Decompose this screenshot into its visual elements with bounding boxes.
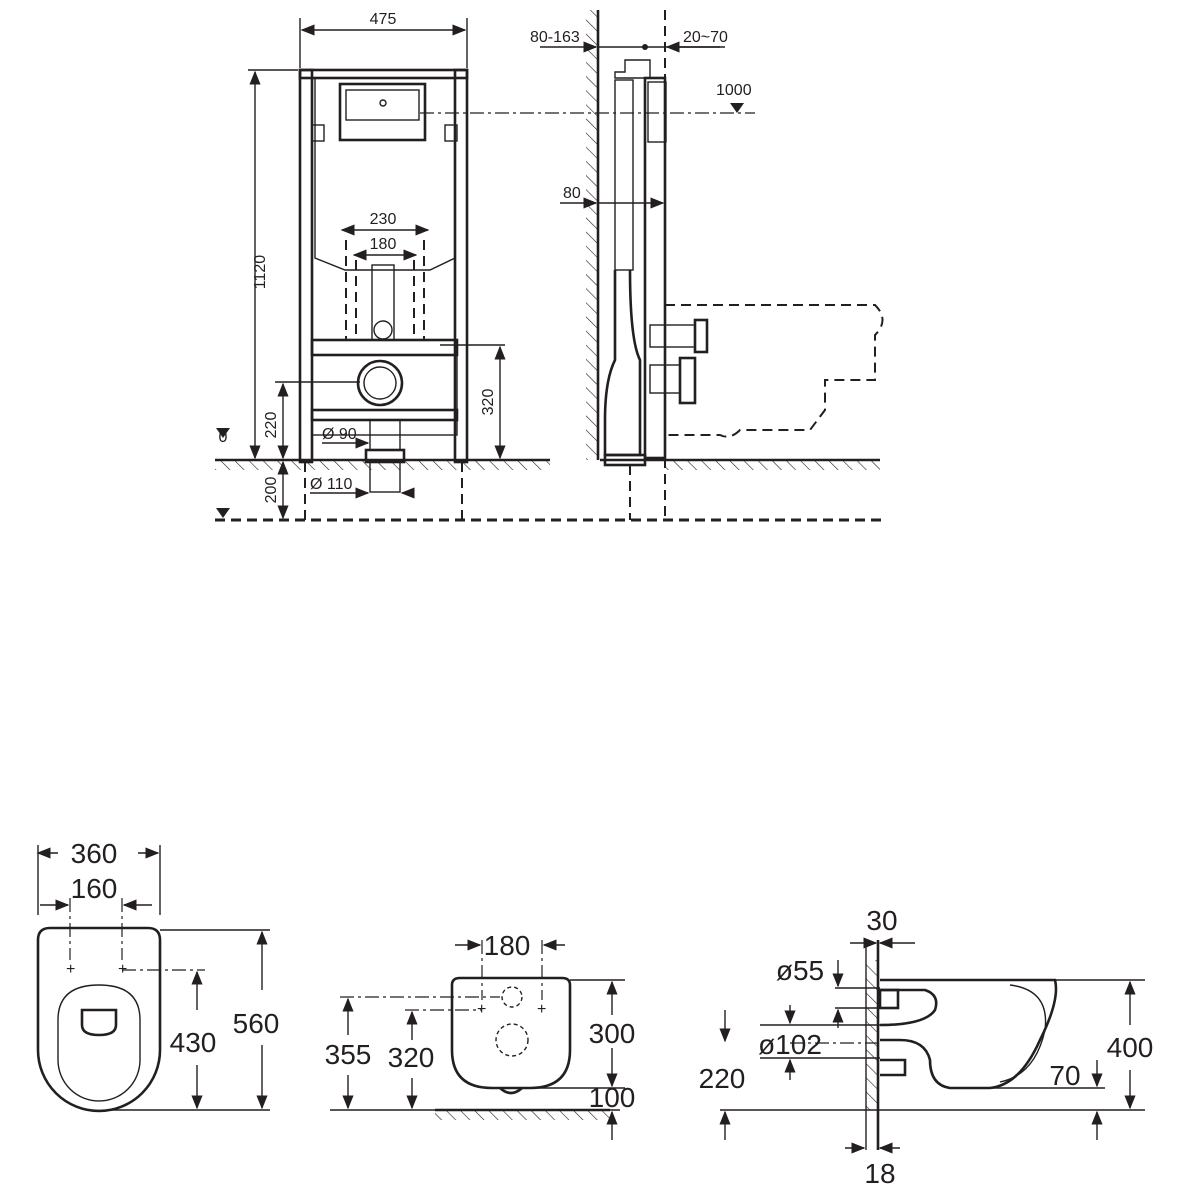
dim-depth-adjust: 20~70 [683,29,728,46]
dim-side-outlet-height: 220 [699,1063,746,1094]
svg-text:+: + [118,961,127,978]
dim-back-outlet-height: 320 [388,1042,435,1073]
dim-bowl-height: 300 [589,1018,636,1049]
frame-front-view: 475 1120 230 180 320 220 0 Ø 90 Ø 110 20… [215,11,885,522]
dim-floor-gap: 100 [589,1082,636,1113]
outlet-pipe [356,359,404,407]
cistern-side [614,79,634,271]
dim-230: 230 [370,211,397,228]
dim-outlet-diameter: ø102 [758,1029,822,1060]
dim-back-fixing-spacing: 180 [484,930,531,961]
toilet-top-view: + + 360 160 430 560 [36,838,280,1113]
dim-toilet-length: 560 [233,1008,280,1039]
dim-actuator-height: 1000 [716,82,752,99]
dim-wall-gap: 80-163 [530,29,580,46]
toilet-back-view: ++ 180 355 320 300 100 [325,930,636,1140]
dim-width: 475 [370,11,397,28]
svg-text:+: + [66,961,75,978]
frame-side-view: 80-163 20~70 1000 80 [420,10,884,520]
flush-pipe [371,264,395,341]
svg-text:+: + [537,1001,546,1018]
level-marker-icon [216,428,230,438]
crossbar [310,338,459,357]
dim-outlet-diameter: Ø 90 [322,426,357,443]
dim-fixing-to-front: 430 [170,1027,217,1058]
level-marker-icon [216,508,230,518]
actuator [647,81,667,143]
dim-bowl-bottom: 70 [1049,1060,1080,1091]
dim-inlet-height: 355 [325,1039,372,1070]
dim-rim-height: 400 [1107,1032,1154,1063]
dim-height: 1120 [252,255,269,290]
dim-drain-diameter: Ø 110 [310,476,353,493]
cistern [314,77,456,271]
dim-drain-height: 220 [263,412,280,439]
dim-180: 180 [370,236,397,253]
dim-inlet-diameter: ø55 [776,955,824,986]
flush-plate-mount [338,82,427,142]
dim-below-floor: 200 [263,477,280,504]
dim-toilet-width: 360 [71,838,118,869]
dim-outlet-height: 320 [480,389,497,416]
dim-fixing-spacing: 160 [71,873,118,904]
dim-panel-thickness: 18 [864,1158,895,1189]
toilet-side-view: 30 ø55 ø102 220 400 70 18 [699,905,1154,1189]
level-marker-icon [730,103,744,113]
dim-frame-depth: 80 [563,185,581,202]
floor-level-label: 0 [219,429,228,446]
toilet-outline [665,304,884,438]
dim-wall-offset: 30 [866,905,897,936]
